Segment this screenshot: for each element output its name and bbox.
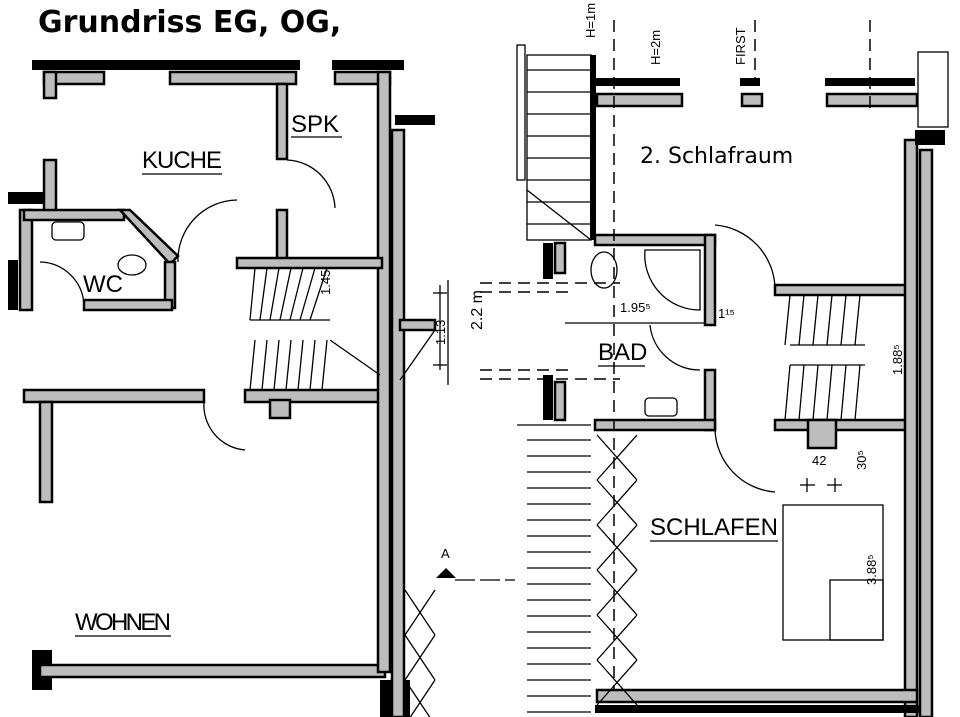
room-label-2-schlafraum: 2. Schlafraum (640, 144, 793, 169)
stair-tread (259, 267, 268, 321)
window-cross (596, 569, 638, 616)
stair-tread (321, 339, 328, 391)
stair-tread (269, 267, 280, 321)
window-cross (596, 659, 638, 706)
window-cross (596, 434, 638, 481)
upper-floor-fixtures (447, 20, 871, 690)
stair-tread (249, 267, 256, 321)
stair-tread (798, 294, 805, 346)
stair-tread (812, 364, 819, 421)
room-label-wc: WC (83, 271, 123, 298)
stair-tread (273, 339, 280, 391)
ground-floor-fixtures (39, 159, 515, 717)
stair-tread (285, 339, 292, 391)
stair-tread (289, 267, 304, 321)
ground-floor-walls (8, 60, 437, 717)
stair-tread (798, 364, 805, 421)
stair-tread (840, 294, 847, 346)
stair-tread (279, 267, 292, 321)
window-cross (596, 614, 638, 661)
stair-tread (854, 294, 861, 346)
dimension-42: 42 (812, 453, 826, 468)
section-marker-a: A (441, 546, 450, 561)
stair-tread (826, 294, 833, 346)
plan-title: Grundriss EG, OG, (38, 5, 341, 40)
stair-tread (309, 339, 316, 391)
dimension-1-15: 1¹⁵ (718, 306, 735, 321)
upper-floor-walls (516, 44, 949, 717)
stair-tread (299, 267, 316, 321)
stair-tread (840, 364, 847, 421)
dimension-label: 1.45 (318, 270, 333, 295)
height-label-h2m: H=2m (648, 30, 663, 65)
room-label-schlafen: SCHLAFEN (650, 514, 778, 541)
window-cross (404, 589, 436, 636)
height-label-h1m: H=1m (583, 3, 598, 38)
stair-tread (826, 364, 833, 421)
stair-tread (854, 364, 861, 421)
window-cross (596, 524, 638, 571)
dimension-3-885: 3.88⁵ (864, 554, 879, 585)
stair-tread (261, 339, 268, 391)
stair-tread (249, 339, 256, 391)
room-label-bad: BAD (598, 339, 647, 366)
stair-diagonal (526, 189, 592, 241)
dimension-30-5: 30⁵ (854, 450, 869, 470)
stair-tread (812, 294, 819, 346)
window-cross (404, 634, 436, 681)
stair-tread (297, 339, 304, 391)
dimension-label: 1.13 (433, 320, 448, 345)
stair-tread (784, 364, 791, 421)
window-cross (409, 679, 436, 717)
room-label-wohnen: WOHNEN (75, 609, 171, 636)
dimension-1-955: 1.95⁵ (620, 300, 651, 315)
dimension-2-2m: 2.2 m (469, 290, 486, 330)
dimension-1-885: 1.88⁵ (890, 344, 905, 375)
height-label-first: FIRST (733, 27, 748, 65)
room-label-spk: SPK (291, 111, 339, 138)
stair-tread (309, 267, 328, 321)
stair-tread (784, 294, 791, 346)
room-label-kuche: KUCHE (142, 147, 222, 174)
window-cross (596, 479, 638, 526)
